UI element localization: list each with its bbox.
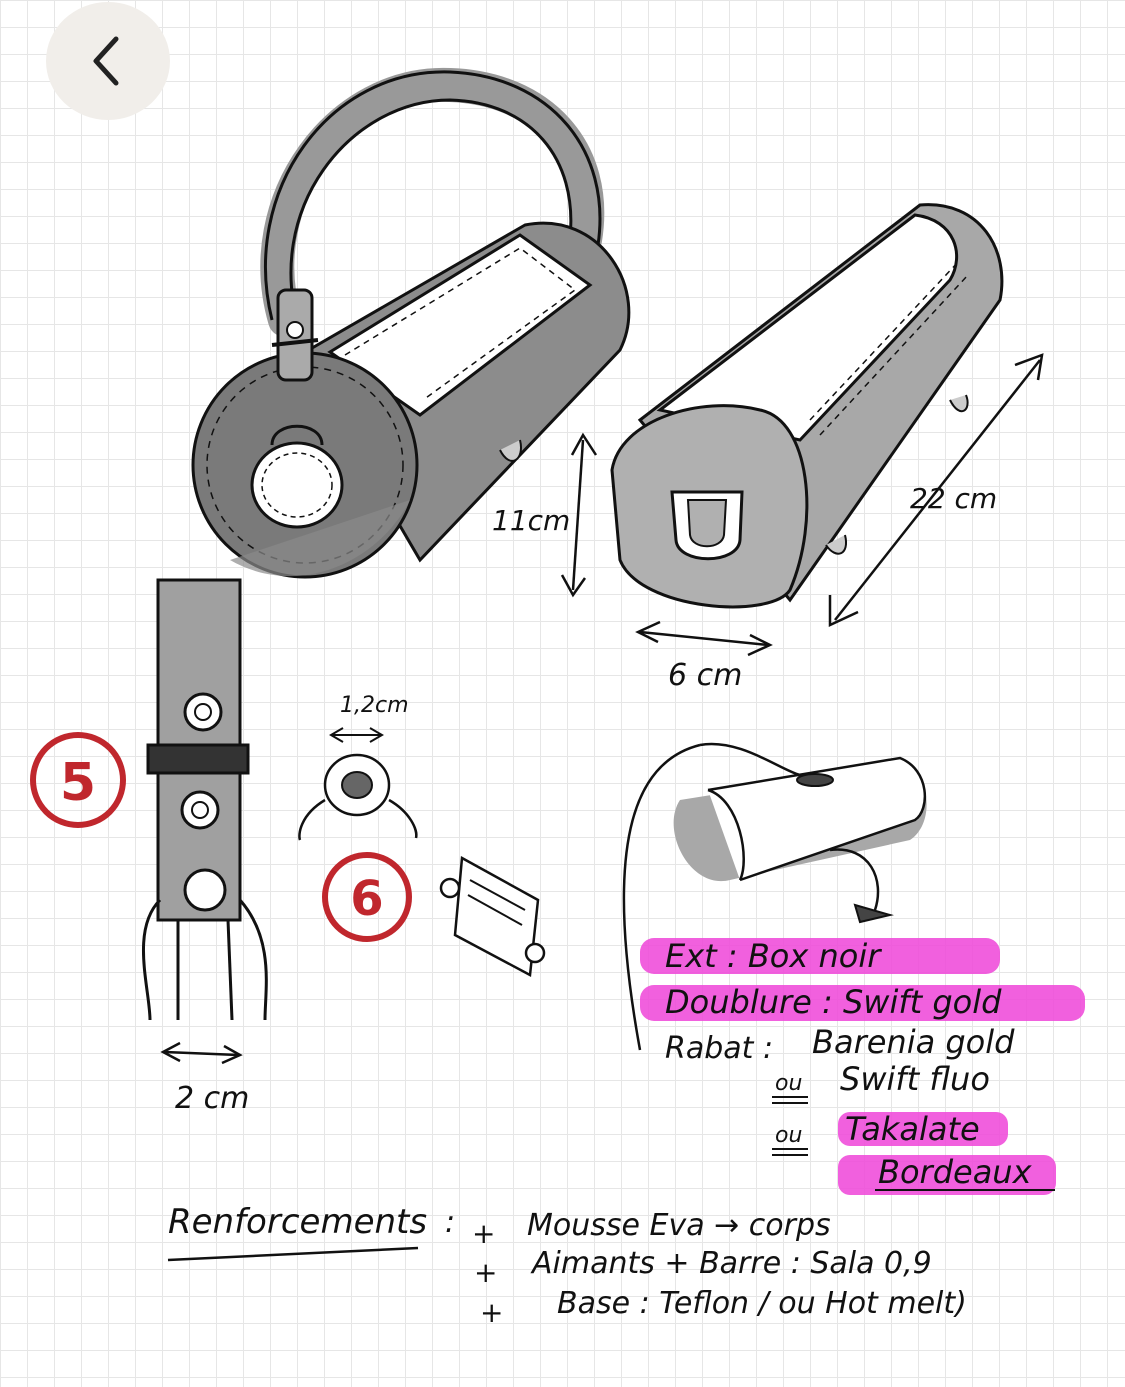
- length-label: 22 cm: [910, 482, 997, 515]
- height-label: 11cm: [492, 504, 570, 537]
- ring-detail-drawing: 1,2cm: [298, 693, 418, 841]
- renforcements-bullet-3: +: [480, 1296, 503, 1329]
- width-dimension: 6 cm: [635, 620, 773, 693]
- renforcements-item-1: Mousse Eva → corps: [527, 1208, 831, 1243]
- renforcements-item-3: Base : Teflon / ou Hot melt): [557, 1286, 967, 1321]
- width-label: 6 cm: [668, 658, 742, 693]
- height-dimension: 11cm: [492, 432, 598, 598]
- renforcements-bullet-2: +: [474, 1256, 497, 1289]
- back-button[interactable]: [46, 2, 170, 120]
- material-ext: Ext : Box noir: [665, 937, 882, 975]
- renforcements-bullet-1: +: [472, 1217, 495, 1250]
- material-rabat-3: Takalate: [845, 1110, 980, 1148]
- strap-detail-drawing: [141, 578, 268, 1021]
- bag-side-drawing: [610, 203, 1004, 609]
- material-rabat-1: Barenia gold: [812, 1023, 1015, 1061]
- chevron-left-icon: [93, 36, 119, 86]
- callout-6: 6: [322, 852, 412, 942]
- length-dimension: 22 cm: [828, 353, 1044, 627]
- materials-list: Ext : Box noir Doublure : Swift gold Rab…: [640, 937, 1085, 1195]
- strap-width-label: 2 cm: [175, 1081, 249, 1116]
- material-ou-1: ou: [775, 1071, 802, 1096]
- callout-5-label: 5: [60, 753, 96, 813]
- strap-width-dimension: 2 cm: [160, 1041, 249, 1116]
- renforcements-title: Renforcements: [168, 1202, 427, 1242]
- bag-flap-drawing: [622, 742, 927, 1051]
- material-rabat-3b: Bordeaux: [878, 1153, 1033, 1191]
- bag-perspective-drawing: [191, 67, 631, 579]
- plate-detail-drawing: [439, 855, 546, 977]
- material-ou-2: ou: [775, 1123, 802, 1148]
- callout-5: 5: [30, 732, 126, 828]
- material-doublure: Doublure : Swift gold: [665, 983, 1002, 1021]
- callout-6-label: 6: [350, 871, 383, 927]
- material-rabat-2: Swift fluo: [840, 1060, 990, 1098]
- renforcements-section: Renforcements : + Mousse Eva → corps + A…: [167, 1202, 967, 1329]
- renforcements-item-2: Aimants + Barre : Sala 0,9: [530, 1246, 932, 1281]
- ring-width-label: 1,2cm: [340, 693, 409, 718]
- renforcements-colon: :: [445, 1205, 455, 1240]
- material-rabat-label: Rabat :: [665, 1031, 773, 1066]
